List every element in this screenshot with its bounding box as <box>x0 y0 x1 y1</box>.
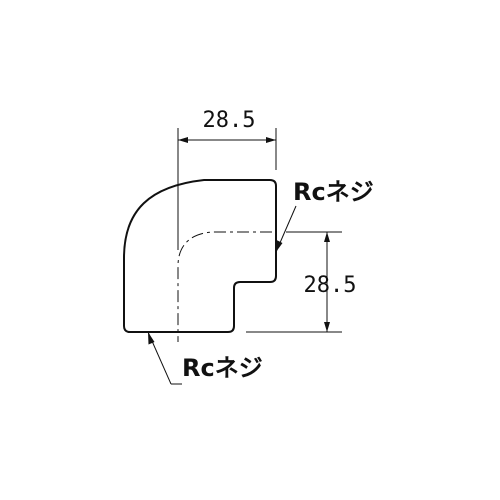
right-dimension-label: 28.5 <box>304 273 357 298</box>
right-dimension-arrow-bottom <box>324 322 330 332</box>
thread-label-top: Rcネジ <box>293 178 374 206</box>
elbow-centerline <box>177 231 272 342</box>
right-dimension-arrow-top <box>324 232 330 242</box>
elbow-outline <box>123 179 277 333</box>
thread-leader-bottom-arrow <box>148 332 155 345</box>
thread-label-bottom: Rcネジ <box>182 354 263 382</box>
top-dimension-label: 28.5 <box>203 108 256 133</box>
top-dimension-arrow-left <box>178 137 188 143</box>
thread-leader-top-arrow <box>276 240 283 252</box>
top-dimension-arrow-right <box>266 137 276 143</box>
